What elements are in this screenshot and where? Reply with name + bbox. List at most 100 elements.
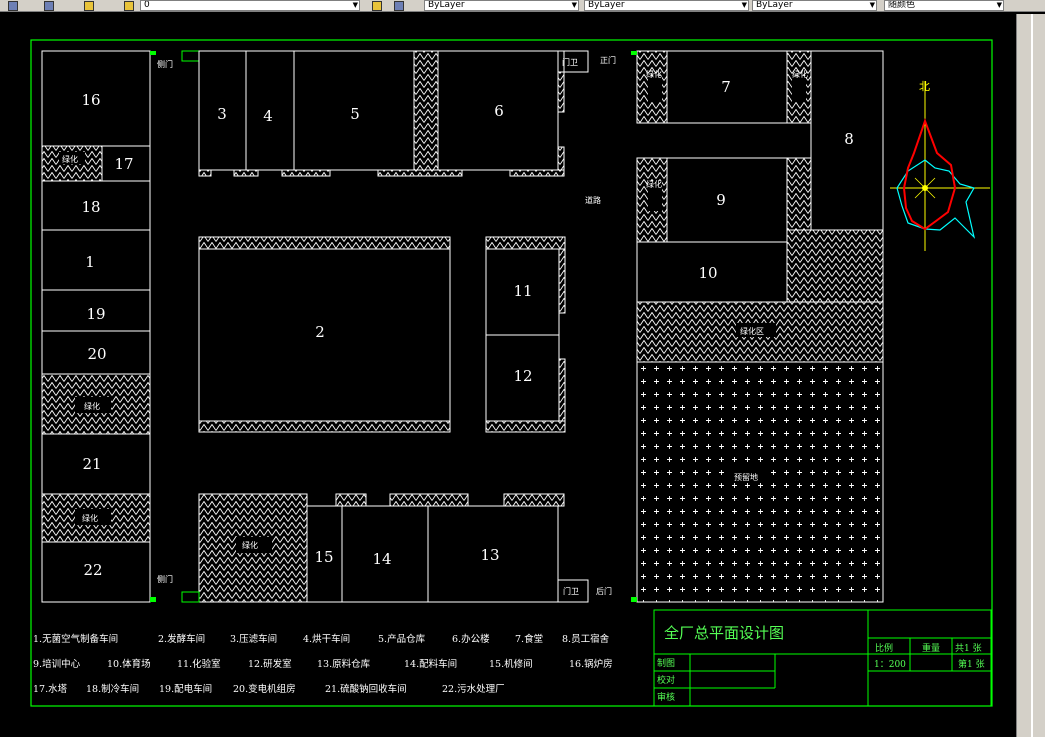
chevron-down-icon: ▼ <box>996 1 1002 9</box>
building-19-label: 19 <box>86 305 105 323</box>
green-label-bottom: 绿化 <box>242 540 258 550</box>
approved-by-label: 审核 <box>657 691 675 703</box>
legend-item: 4.烘干车间 <box>303 633 350 645</box>
legend-item: 2.发酵车间 <box>158 633 205 645</box>
drawing-border <box>30 39 993 707</box>
green-zone-label: 绿化区 <box>740 326 764 336</box>
building-12-label: 12 <box>513 367 532 385</box>
building-4-label: 4 <box>263 107 273 125</box>
legend-item: 11.化验室 <box>177 658 221 670</box>
layer-manager-icon[interactable] <box>8 1 18 11</box>
building-7-label: 7 <box>721 78 731 96</box>
layer-previous-icon[interactable] <box>394 1 404 11</box>
building-number-labels: 16 17 18 1 19 20 21 22 3 4 5 6 2 11 12 1… <box>81 78 853 579</box>
title-block-text: 全厂总平面设计图 比例 1：200 重量 共1 张 第1 张 制图 校对 审核 <box>657 624 985 703</box>
checked-by-label: 校对 <box>657 674 675 686</box>
legend-item: 17.水塔 <box>33 683 68 695</box>
legend-item: 6.办公楼 <box>452 633 490 645</box>
building-2-label: 2 <box>315 323 325 341</box>
legend-item: 16.锅炉房 <box>569 658 613 670</box>
legend-item: 18.制冷车间 <box>86 683 139 695</box>
sheet-number: 第1 张 <box>958 658 985 670</box>
building-11-label: 11 <box>513 282 532 300</box>
plotstyle-dropdown[interactable]: 随颜色▼ <box>884 0 1004 11</box>
building-16-label: 16 <box>81 91 100 109</box>
layer-state-icon[interactable] <box>44 1 54 11</box>
green-label-left-1: 绿化 <box>62 154 78 164</box>
legend-item: 8.员工宿舍 <box>562 633 610 645</box>
chevron-down-icon: ▼ <box>352 1 358 9</box>
scale-value: 1：200 <box>874 660 906 670</box>
building-14-label: 14 <box>372 550 391 568</box>
legend-item: 10.体育场 <box>107 658 151 670</box>
scale-label: 比例 <box>875 642 893 654</box>
building-1-label: 1 <box>85 253 95 271</box>
main-gate-label: 正门 <box>600 55 616 65</box>
green-label-left-2: 绿化 <box>84 401 100 411</box>
legend-item: 7.食堂 <box>515 633 543 645</box>
vertical-scrollbar[interactable] <box>1016 14 1045 737</box>
legend-item: 21.硫酸钠回收车间 <box>325 683 407 695</box>
building-22-label: 22 <box>83 561 102 579</box>
legend-item: 9.培训中心 <box>33 658 81 670</box>
legend-item: 1.无菌空气制备车间 <box>33 633 118 645</box>
legend-item: 20.变电机组房 <box>233 683 296 695</box>
weight-label: 重量 <box>922 642 940 654</box>
drawing-title: 全厂总平面设计图 <box>664 624 784 642</box>
reserved-zone-label: 预留地 <box>734 472 758 482</box>
lineweight-dropdown[interactable]: ByLayer▼ <box>752 0 877 11</box>
legend-item: 12.研发室 <box>248 658 292 670</box>
color-dropdown[interactable]: ByLayer▼ <box>424 0 579 11</box>
legend-item: 13.原料仓库 <box>317 658 371 670</box>
label-backgrounds <box>59 152 776 553</box>
building-5-label: 5 <box>350 105 360 123</box>
lightbulb-icon[interactable] <box>84 1 94 11</box>
back-gate-label: 后门 <box>596 586 612 596</box>
drawn-by-label: 制图 <box>657 657 675 669</box>
guard-bottom-label: 门卫 <box>563 586 579 596</box>
legend-item: 15.机修间 <box>489 658 533 670</box>
building-17-label: 17 <box>114 155 133 173</box>
building-9-label: 9 <box>716 191 726 209</box>
building-13-label: 13 <box>480 546 499 564</box>
make-current-icon[interactable] <box>372 1 382 11</box>
building-11-12-block <box>485 236 566 433</box>
building-20-label: 20 <box>87 345 106 363</box>
chevron-down-icon: ▼ <box>869 1 875 9</box>
linetype-dropdown[interactable]: ByLayer▼ <box>584 0 749 11</box>
top-building-row <box>181 50 565 177</box>
road-label: 道路 <box>585 195 601 205</box>
layer-dropdown[interactable]: 0▼ <box>140 0 360 11</box>
side-gate-top-label: 侧门 <box>157 59 173 69</box>
chevron-down-icon: ▼ <box>571 1 577 9</box>
drawing-canvas[interactable]: 16 17 18 1 19 20 21 22 3 4 5 6 2 11 12 1… <box>0 11 1016 737</box>
legend: 1.无菌空气制备车间 2.发酵车间 3.压滤车间 4.烘干车间 5.产品仓库 6… <box>33 633 613 695</box>
building-2-block <box>198 236 451 433</box>
green-label-right-3: 绿化 <box>646 179 662 189</box>
side-gate-bottom-label: 侧门 <box>157 574 173 584</box>
legend-item: 14.配料车间 <box>404 658 457 670</box>
legend-item: 3.压滤车间 <box>230 633 277 645</box>
sheets-total: 共1 张 <box>955 643 982 654</box>
area-labels: 侧门 侧门 正门 后门 门卫 门卫 道路 绿化 绿化 绿化 绿化 绿化 绿化 绿… <box>62 55 808 596</box>
building-6-label: 6 <box>494 102 504 120</box>
wind-rose: 北 <box>890 80 990 251</box>
legend-item: 5.产品仓库 <box>378 633 426 645</box>
green-label-left-3: 绿化 <box>82 513 98 523</box>
green-label-right-2: 绿化 <box>792 69 808 79</box>
freeze-icon[interactable] <box>124 1 134 11</box>
guard-house-top <box>557 50 589 73</box>
building-21-label: 21 <box>82 455 101 473</box>
legend-item: 19.配电车间 <box>159 683 212 695</box>
bottom-building-row <box>181 493 589 603</box>
building-15-label: 15 <box>314 548 333 566</box>
properties-toolbar: 0▼ ByLayer▼ ByLayer▼ ByLayer▼ 随颜色▼ <box>0 0 1045 12</box>
building-3-label: 3 <box>217 105 227 123</box>
guard-top-label: 门卫 <box>562 57 578 67</box>
chevron-down-icon: ▼ <box>741 1 747 9</box>
title-block <box>653 609 992 707</box>
building-10-label: 10 <box>698 264 717 282</box>
legend-item: 22.污水处理厂 <box>442 683 505 695</box>
green-label-right-1: 绿化 <box>646 69 662 79</box>
building-8-label: 8 <box>844 130 854 148</box>
